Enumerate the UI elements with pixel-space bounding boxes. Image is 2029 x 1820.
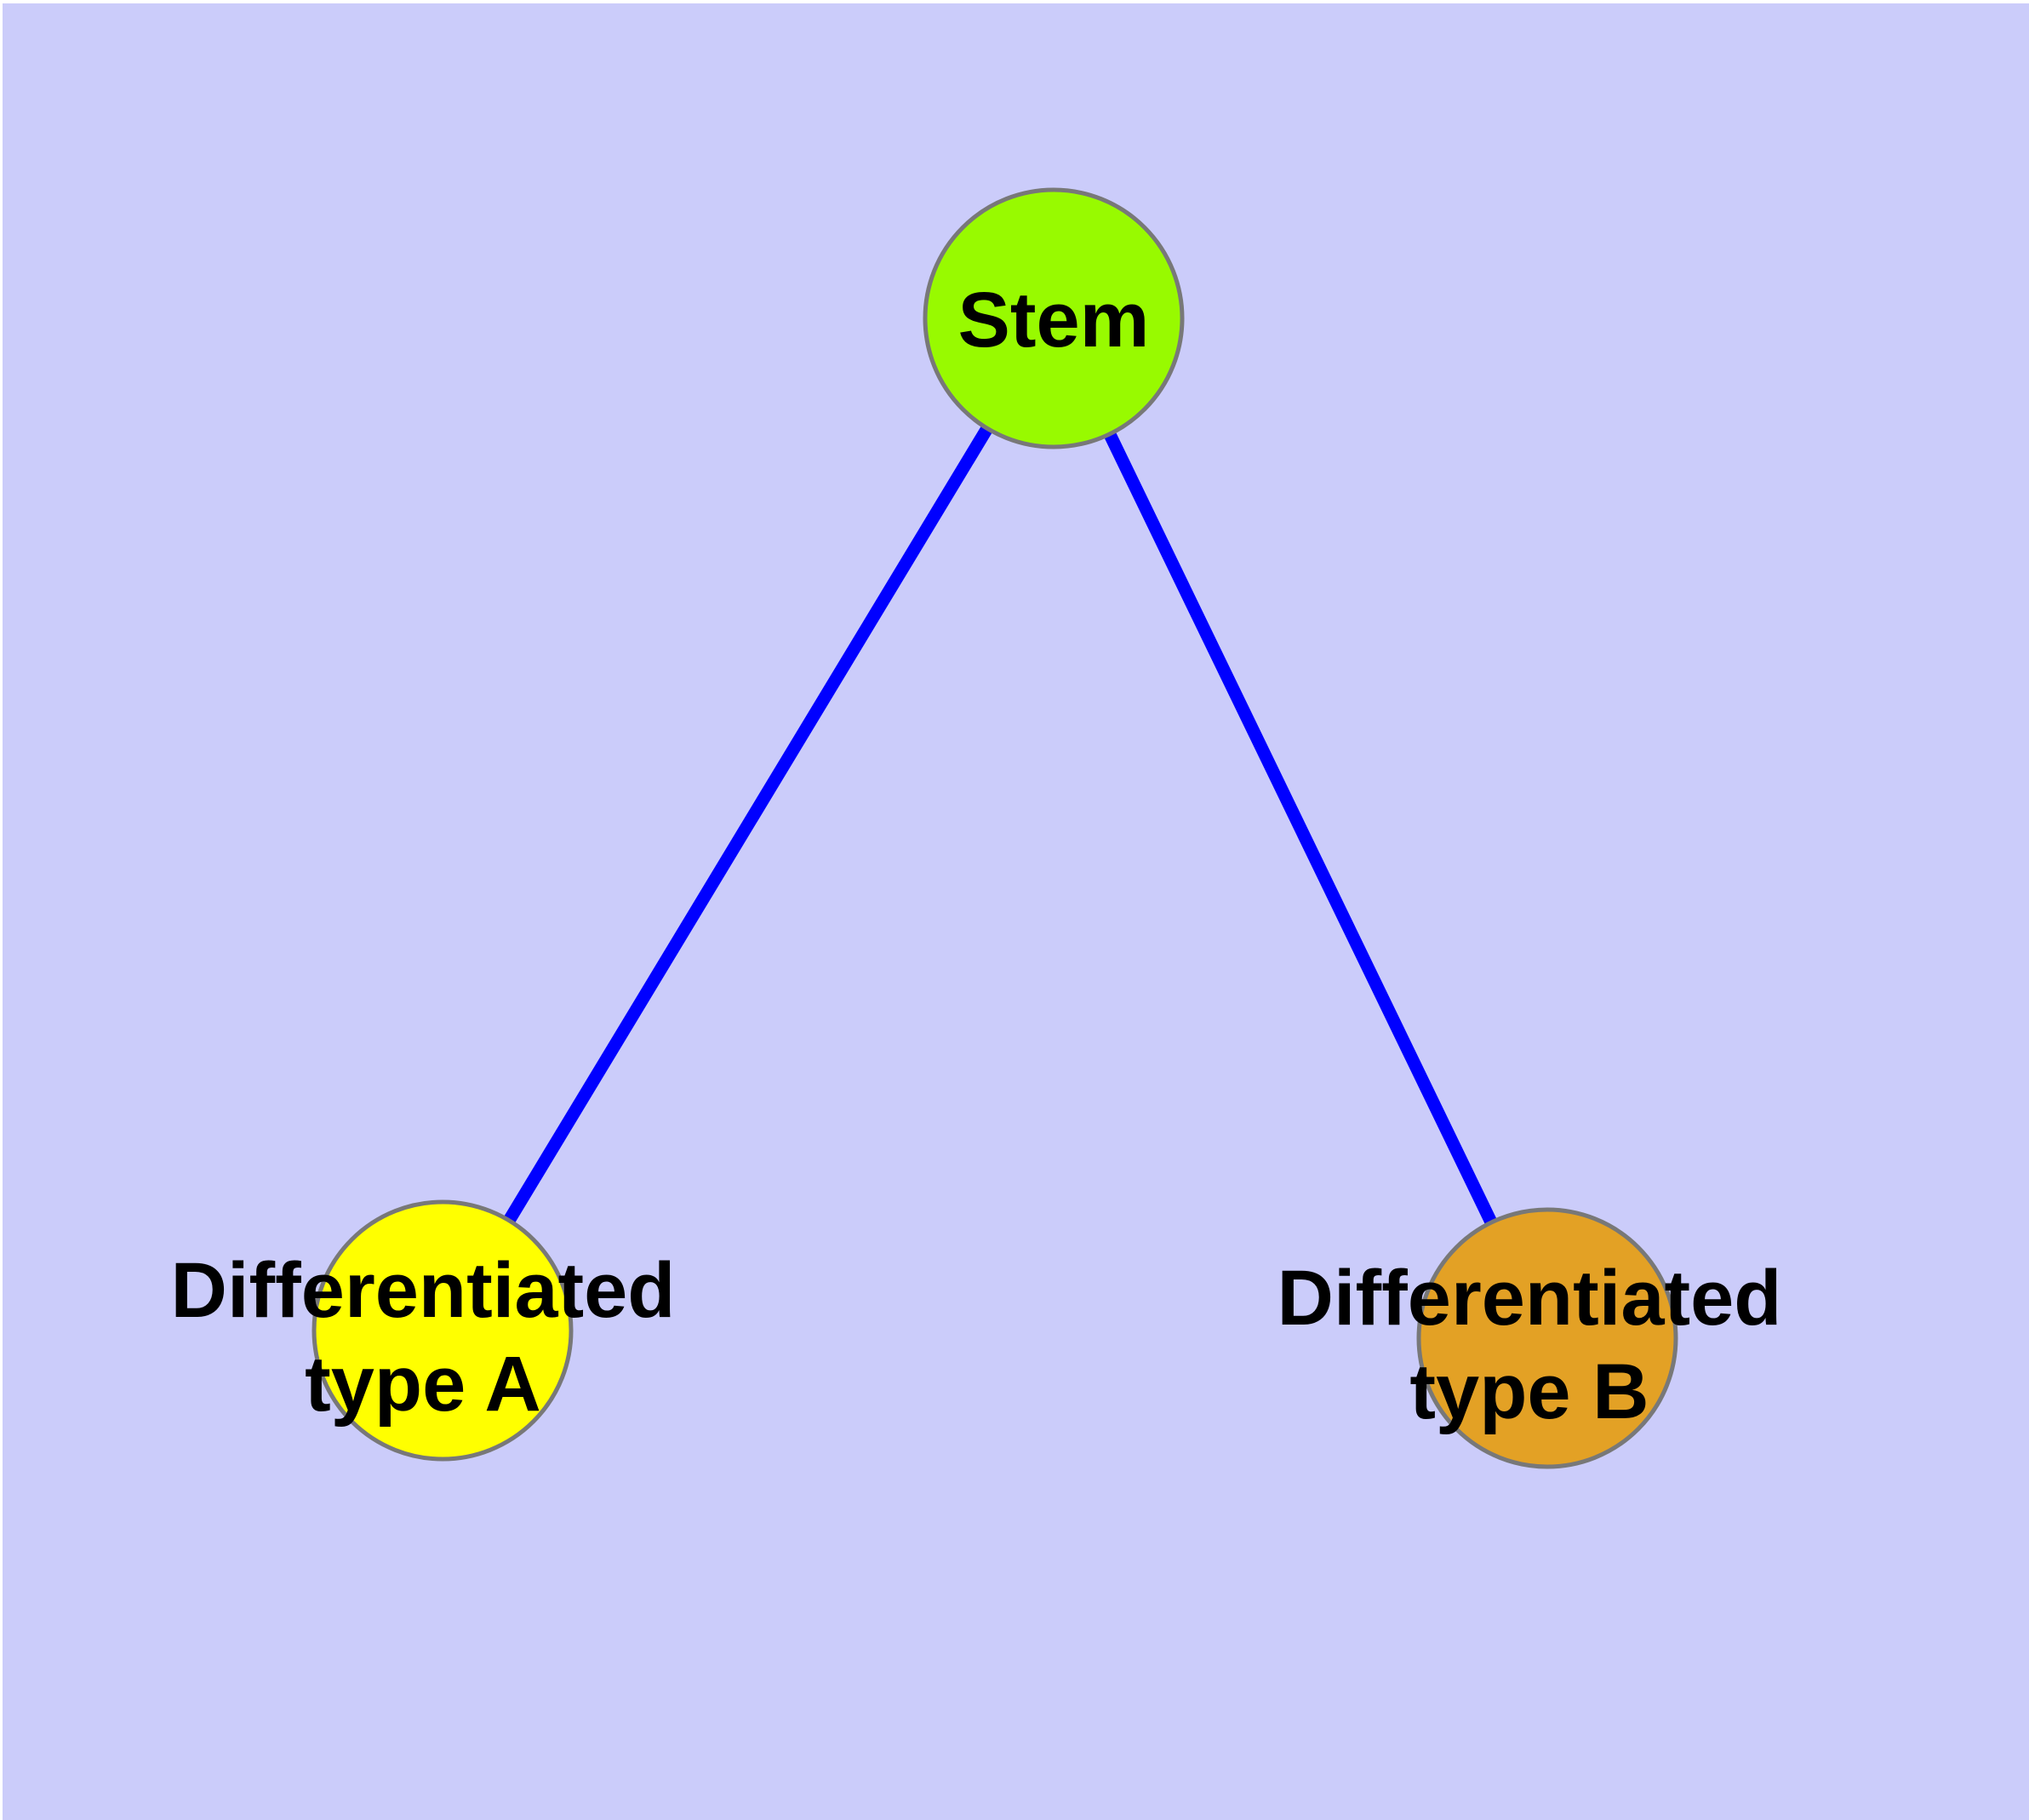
node-stem-label: Stem <box>713 273 1394 367</box>
node-type-b-label-line2: type B <box>1409 1348 1649 1435</box>
node-type-a-circle <box>311 1199 574 1462</box>
node-type-b-label: Differentiated type B <box>1189 1251 1870 1439</box>
node-type-b-label-line1: Differentiated <box>1277 1255 1782 1342</box>
node-type-a-label: Differentiated type A <box>83 1244 763 1431</box>
node-stem-circle <box>923 187 1185 449</box>
node-stem-label-text: Stem <box>957 277 1150 363</box>
window-edge-left <box>0 0 3 1820</box>
node-type-b-circle <box>1416 1207 1678 1469</box>
edge-stem-to-type-a <box>437 315 1060 1334</box>
edge-stem-to-type-b <box>1048 315 1553 1342</box>
node-type-a-label-line1: Differentiated <box>170 1247 676 1334</box>
window-edge-top <box>0 0 2029 3</box>
node-type-a-label-line2: type A <box>305 1341 541 1428</box>
